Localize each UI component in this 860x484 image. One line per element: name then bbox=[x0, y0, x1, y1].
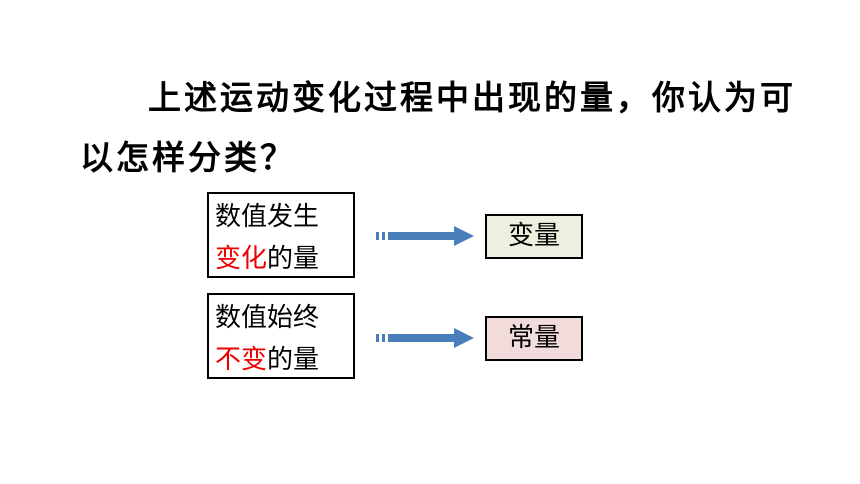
constant-tail-text: 的量 bbox=[267, 345, 320, 375]
variable-result-label: 变量 bbox=[507, 221, 560, 251]
constant-description-line1: 数值始终 bbox=[215, 303, 320, 333]
variable-description-line2: 变化的量 bbox=[215, 238, 347, 280]
constant-highlight-text: 不变 bbox=[215, 345, 268, 375]
variable-description-line1: 数值发生 bbox=[215, 202, 320, 232]
constant-description-box: 数值始终 不变的量 bbox=[207, 293, 355, 379]
question-line-2: 以怎样分类？ bbox=[80, 138, 296, 177]
variable-tail-text: 的量 bbox=[267, 244, 320, 274]
arrow-right-icon bbox=[376, 328, 474, 348]
variable-highlight-text: 变化 bbox=[215, 244, 268, 274]
variable-description-box: 数值发生 变化的量 bbox=[207, 192, 355, 278]
variable-result-box: 变量 bbox=[485, 214, 583, 259]
question-line-1: 上述运动变化过程中出现的量，你认为可 bbox=[148, 78, 796, 117]
constant-result-label: 常量 bbox=[507, 323, 560, 353]
constant-description-line2: 不变的量 bbox=[215, 339, 347, 381]
arrow-right-icon bbox=[376, 226, 474, 246]
constant-result-box: 常量 bbox=[485, 316, 583, 361]
question-text: 上述运动变化过程中出现的量，你认为可 以怎样分类？ bbox=[80, 68, 800, 188]
